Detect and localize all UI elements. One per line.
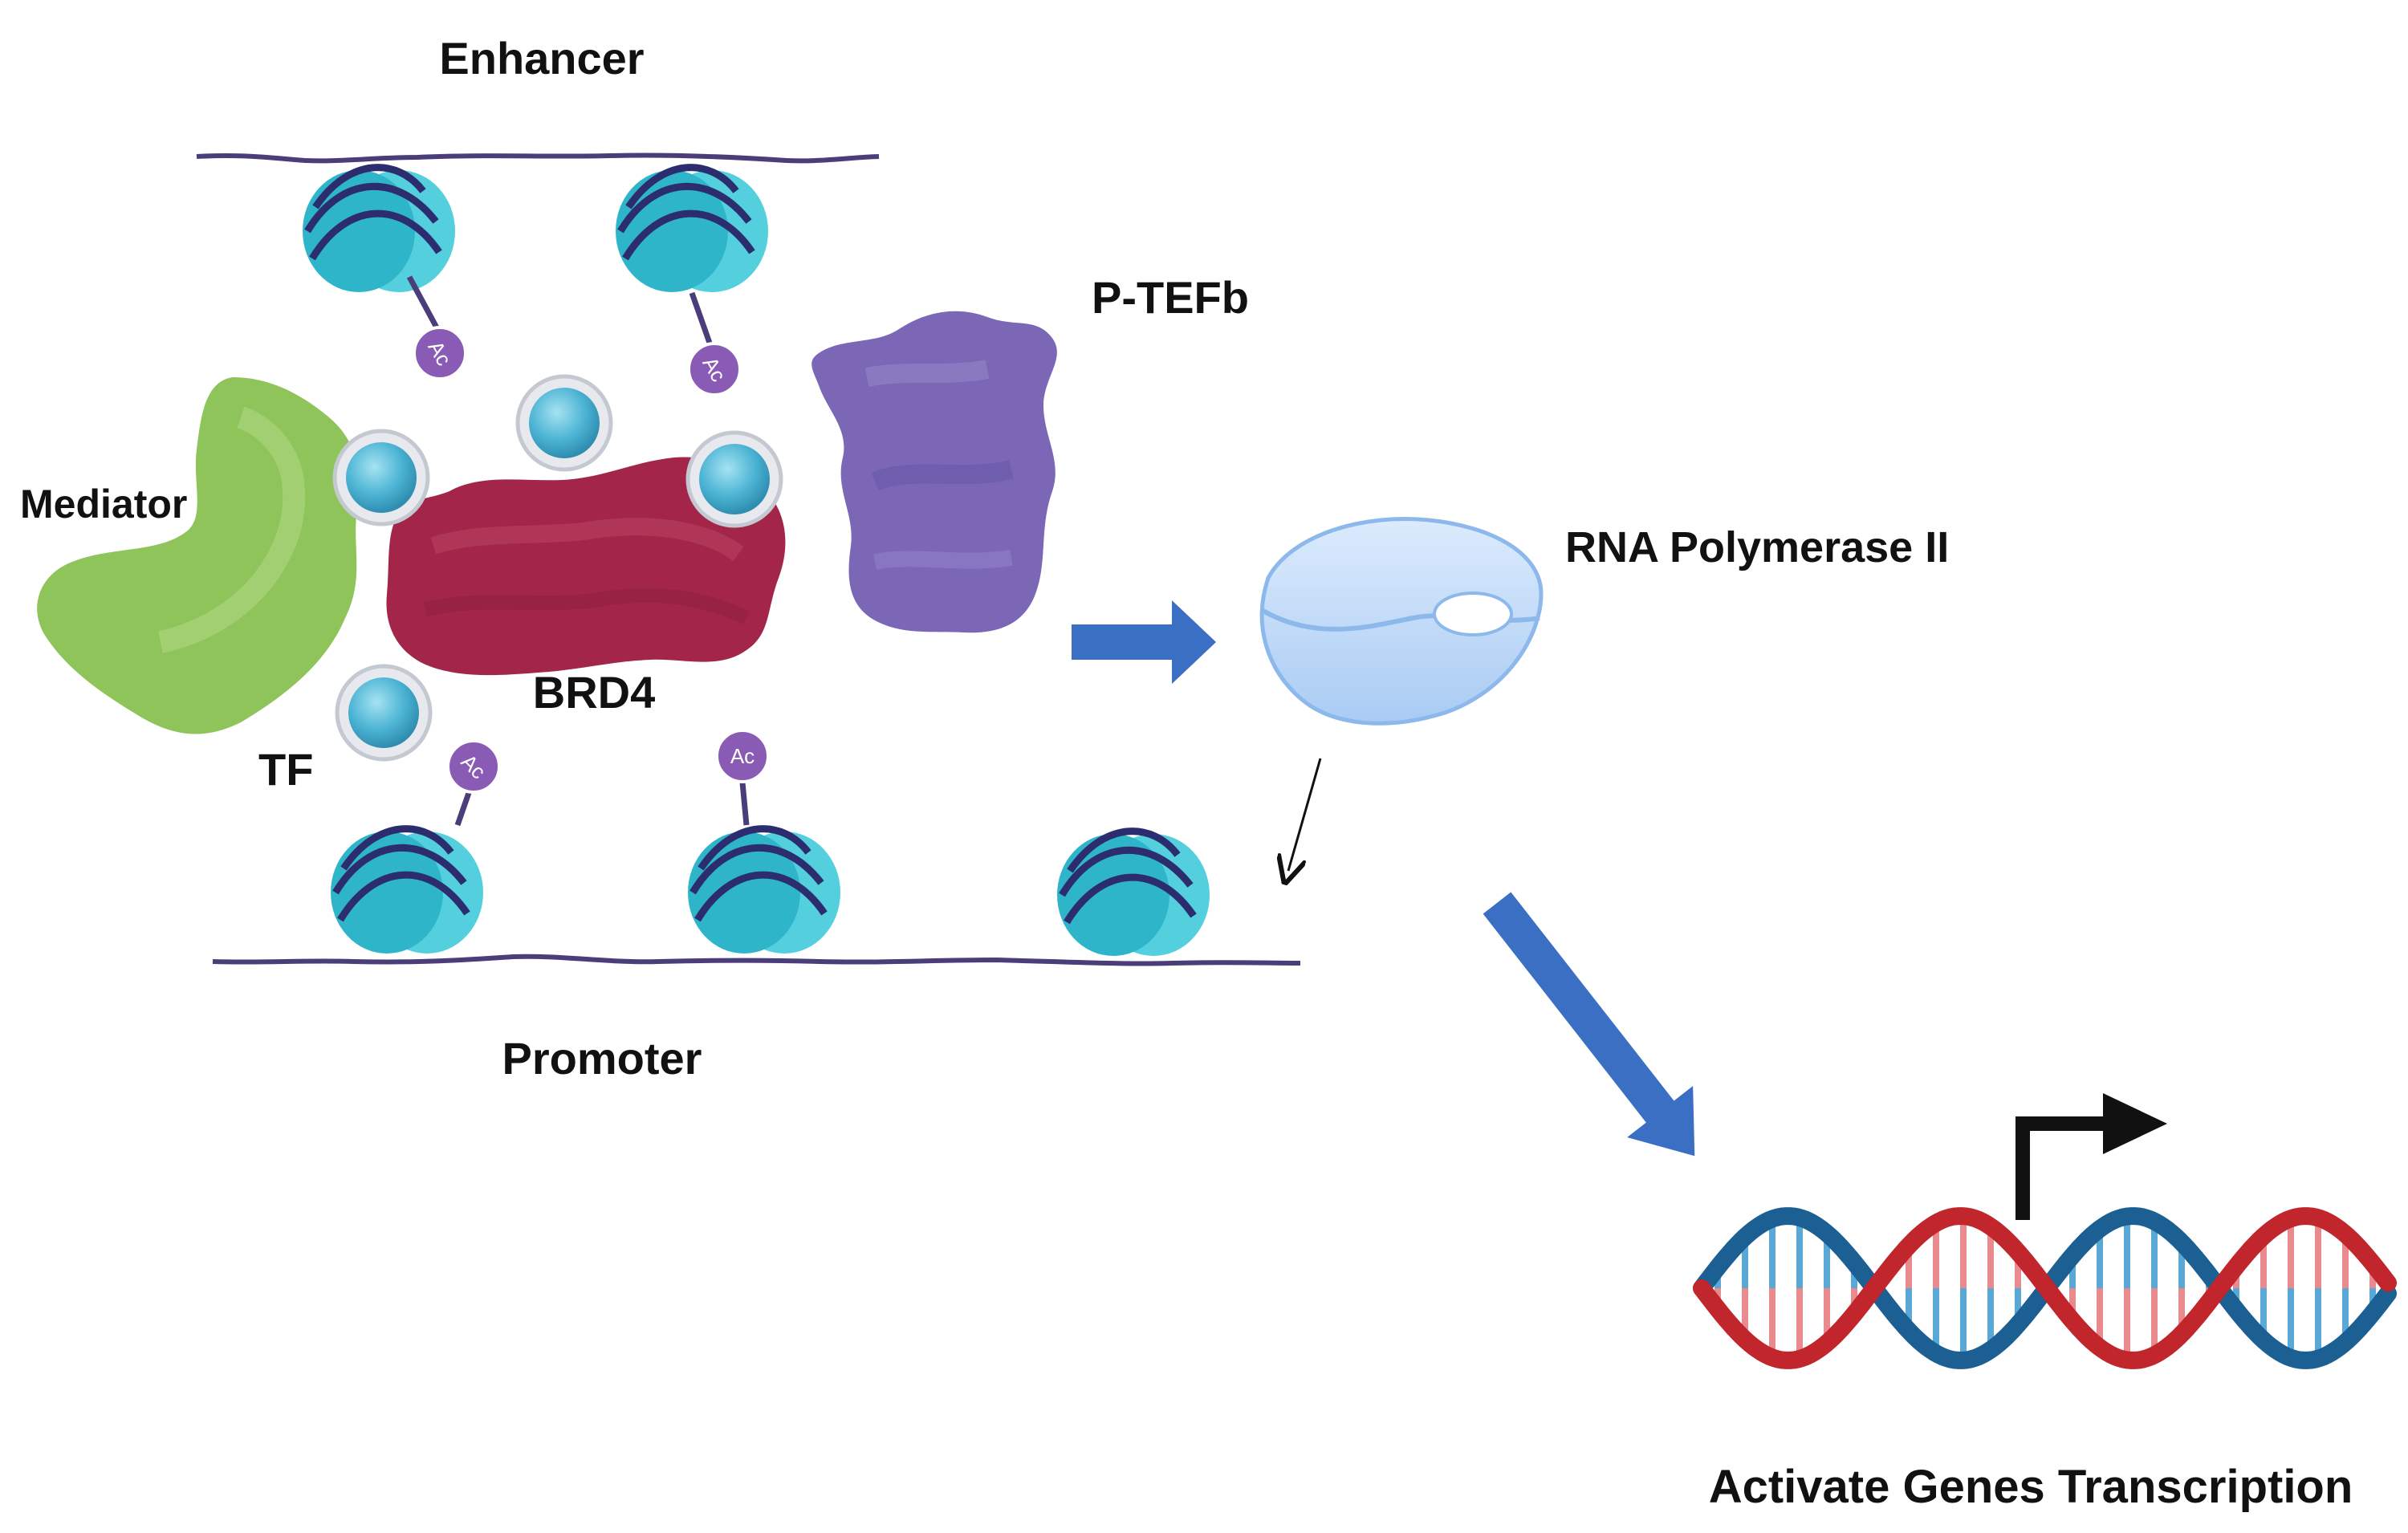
enhancer-label: Enhancer [439, 33, 644, 83]
brd4-blob [386, 457, 786, 676]
mediator-blob [37, 377, 360, 734]
dna-helix-icon [1693, 1207, 2397, 1369]
acetyl-tag-icon: Ac [715, 729, 770, 826]
nucleosome-icon [616, 168, 768, 292]
bromodomain-bead-icon [337, 666, 430, 759]
promoter-label: Promoter [502, 1033, 702, 1084]
rna-polymerase-icon [1259, 517, 1544, 726]
mediator-label: Mediator [20, 482, 187, 527]
bromodomain-bead-icon [518, 376, 611, 470]
nucleosome-icon [303, 168, 455, 292]
p-tefb-label: P-TEFb [1092, 272, 1249, 323]
svg-text:Ac: Ac [730, 744, 755, 768]
bromodomain-bead-icon [335, 431, 428, 524]
p-tefb-blob [811, 311, 1057, 633]
enhancer-dna [196, 152, 880, 292]
activate-transcription-label: Activate Genes Transcription [1709, 1461, 2353, 1513]
rna-polymerase-label: RNA Polymerase II [1565, 523, 1949, 571]
acetyl-tag-icon: Ac [687, 291, 742, 396]
nucleosome-icon [331, 829, 483, 954]
helix-strand-red [1693, 1207, 2397, 1369]
arrow-to-transcription [1483, 892, 1695, 1157]
transcription-start-arrow-icon [2015, 1093, 2167, 1220]
bromodomain-bead-icon [688, 433, 781, 526]
brd4-label: BRD4 [533, 667, 655, 718]
acetyl-tag-icon: Ac [446, 739, 501, 827]
tf-label: TF [258, 744, 313, 795]
promoter-dna [212, 829, 1301, 966]
thin-arrow [1288, 758, 1322, 871]
nucleosome-icon [1057, 832, 1210, 956]
nucleosome-icon [688, 829, 840, 954]
acetyl-tag-icon: Ac [406, 275, 467, 380]
arrow-to-rna-pol [1072, 600, 1216, 684]
